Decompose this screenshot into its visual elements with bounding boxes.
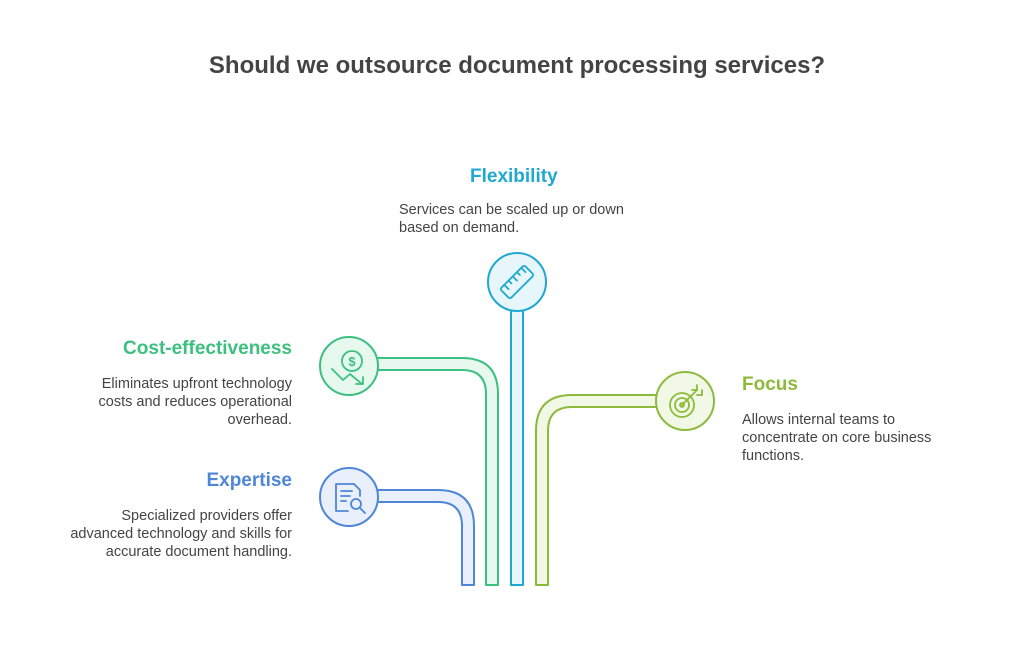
cost-connector	[373, 357, 499, 586]
expertise-description: Specialized providers offer advanced tec…	[70, 507, 292, 561]
ruler-icon	[499, 264, 535, 300]
description-line: Services can be scaled up or down	[399, 202, 624, 218]
description-line: based on demand.	[399, 220, 520, 236]
description-line: Allows internal teams to	[742, 412, 896, 428]
description-line: Eliminates upfront technology	[101, 376, 292, 392]
description-line: overhead.	[227, 412, 293, 428]
page-title: Should we outsource document processing …	[208, 52, 826, 79]
focus-node	[655, 371, 715, 431]
description-line: advanced technology and skills for	[70, 526, 292, 542]
description-line: functions.	[742, 448, 805, 464]
target-icon	[669, 384, 703, 418]
expertise-heading: Expertise	[206, 470, 292, 491]
description-line: costs and reduces operational	[98, 394, 292, 410]
document-search-icon	[335, 483, 366, 514]
focus-connector	[535, 394, 661, 586]
description-line: accurate document handling.	[105, 544, 292, 560]
flexibility-node	[487, 252, 547, 312]
cost-description: Eliminates upfront technology costs and …	[99, 375, 292, 429]
description-line: concentrate on core business	[742, 430, 932, 446]
flexibility-description: Services can be scaled up or down based …	[399, 201, 624, 237]
flexibility-heading: Flexibility	[470, 166, 558, 187]
flexibility-connector	[510, 309, 524, 586]
cost-heading: Cost-effectiveness	[123, 338, 292, 359]
expertise-connector	[373, 489, 475, 586]
focus-description: Allows internal teams to concentrate on …	[742, 411, 931, 465]
dollar-down-icon: $	[331, 350, 364, 385]
cost-node: $	[319, 336, 379, 396]
focus-heading: Focus	[742, 374, 798, 395]
expertise-node	[319, 467, 379, 527]
svg-text:$: $	[348, 354, 356, 369]
description-line: Specialized providers offer	[121, 508, 292, 524]
